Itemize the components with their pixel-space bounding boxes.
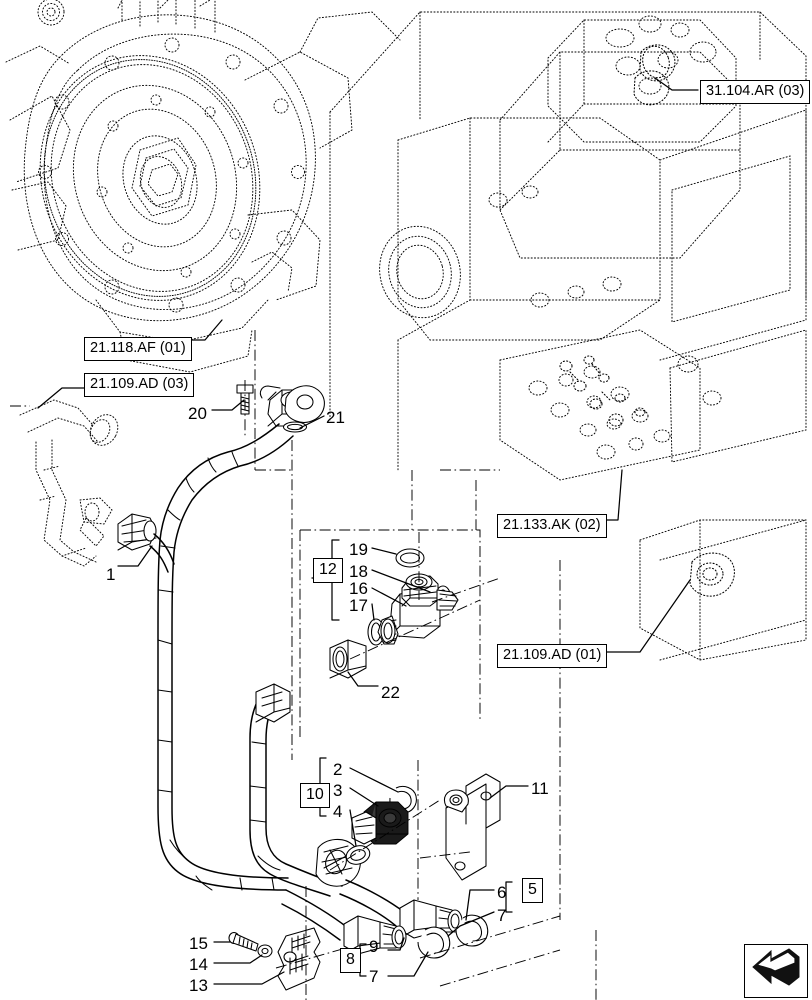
flywheel-housing-phantom <box>5 0 401 373</box>
item-number-3[interactable]: 3 <box>333 781 343 800</box>
reference-callout[interactable]: 21.118.AF (01) <box>84 337 192 361</box>
suction-tube-assembly <box>117 385 463 955</box>
transmission-housing-phantom <box>329 11 807 661</box>
item-number-8[interactable]: 8 <box>340 948 361 973</box>
item-number-5[interactable]: 5 <box>522 878 543 903</box>
item-number-10[interactable]: 10 <box>300 783 330 808</box>
item-number-20[interactable]: 20 <box>188 404 207 423</box>
item-number-6[interactable]: 6 <box>497 883 507 902</box>
item-number-1[interactable]: 1 <box>106 565 116 584</box>
item-number-13[interactable]: 13 <box>189 976 208 995</box>
item-number-21[interactable]: 21 <box>326 408 345 427</box>
item-number-7-right[interactable]: 7 <box>497 906 507 925</box>
item-number-7-left[interactable]: 7 <box>369 967 379 986</box>
item-number-2[interactable]: 2 <box>333 760 343 779</box>
item-number-19[interactable]: 19 <box>349 540 368 559</box>
item-number-4[interactable]: 4 <box>333 802 343 821</box>
bolt-20 <box>236 380 254 438</box>
left-phantom-hose <box>19 399 119 567</box>
front-hose-fitting <box>117 513 175 573</box>
reference-callout[interactable]: 31.104.AR (03) <box>700 80 811 104</box>
item-number-14[interactable]: 14 <box>189 955 208 974</box>
phantom-boundaries <box>10 330 597 1000</box>
item-number-12[interactable]: 12 <box>313 558 343 583</box>
item-number-15[interactable]: 15 <box>189 934 208 953</box>
item-number-11[interactable]: 11 <box>531 779 549 798</box>
item-number-17[interactable]: 17 <box>349 596 368 615</box>
tee-valve-assembly <box>329 532 501 679</box>
orientation-arrow-icon <box>744 944 808 998</box>
adapter-fitting-group <box>329 785 441 871</box>
item-number-22[interactable]: 22 <box>381 683 400 702</box>
item-number-9[interactable]: 9 <box>369 937 379 956</box>
reference-callout[interactable]: 21.133.AK (02) <box>497 514 607 538</box>
seal-rings-bottom <box>417 914 561 987</box>
tube-fitting-left <box>343 915 407 955</box>
item-number-16[interactable]: 16 <box>349 579 368 598</box>
item-number-18[interactable]: 18 <box>349 562 368 581</box>
reference-callout[interactable]: 21.109.AD (01) <box>497 644 608 668</box>
clamp-bolt-group <box>228 927 347 991</box>
reference-callout[interactable]: 21.109.AD (03) <box>84 373 195 397</box>
mounting-bracket-11 <box>419 773 501 881</box>
